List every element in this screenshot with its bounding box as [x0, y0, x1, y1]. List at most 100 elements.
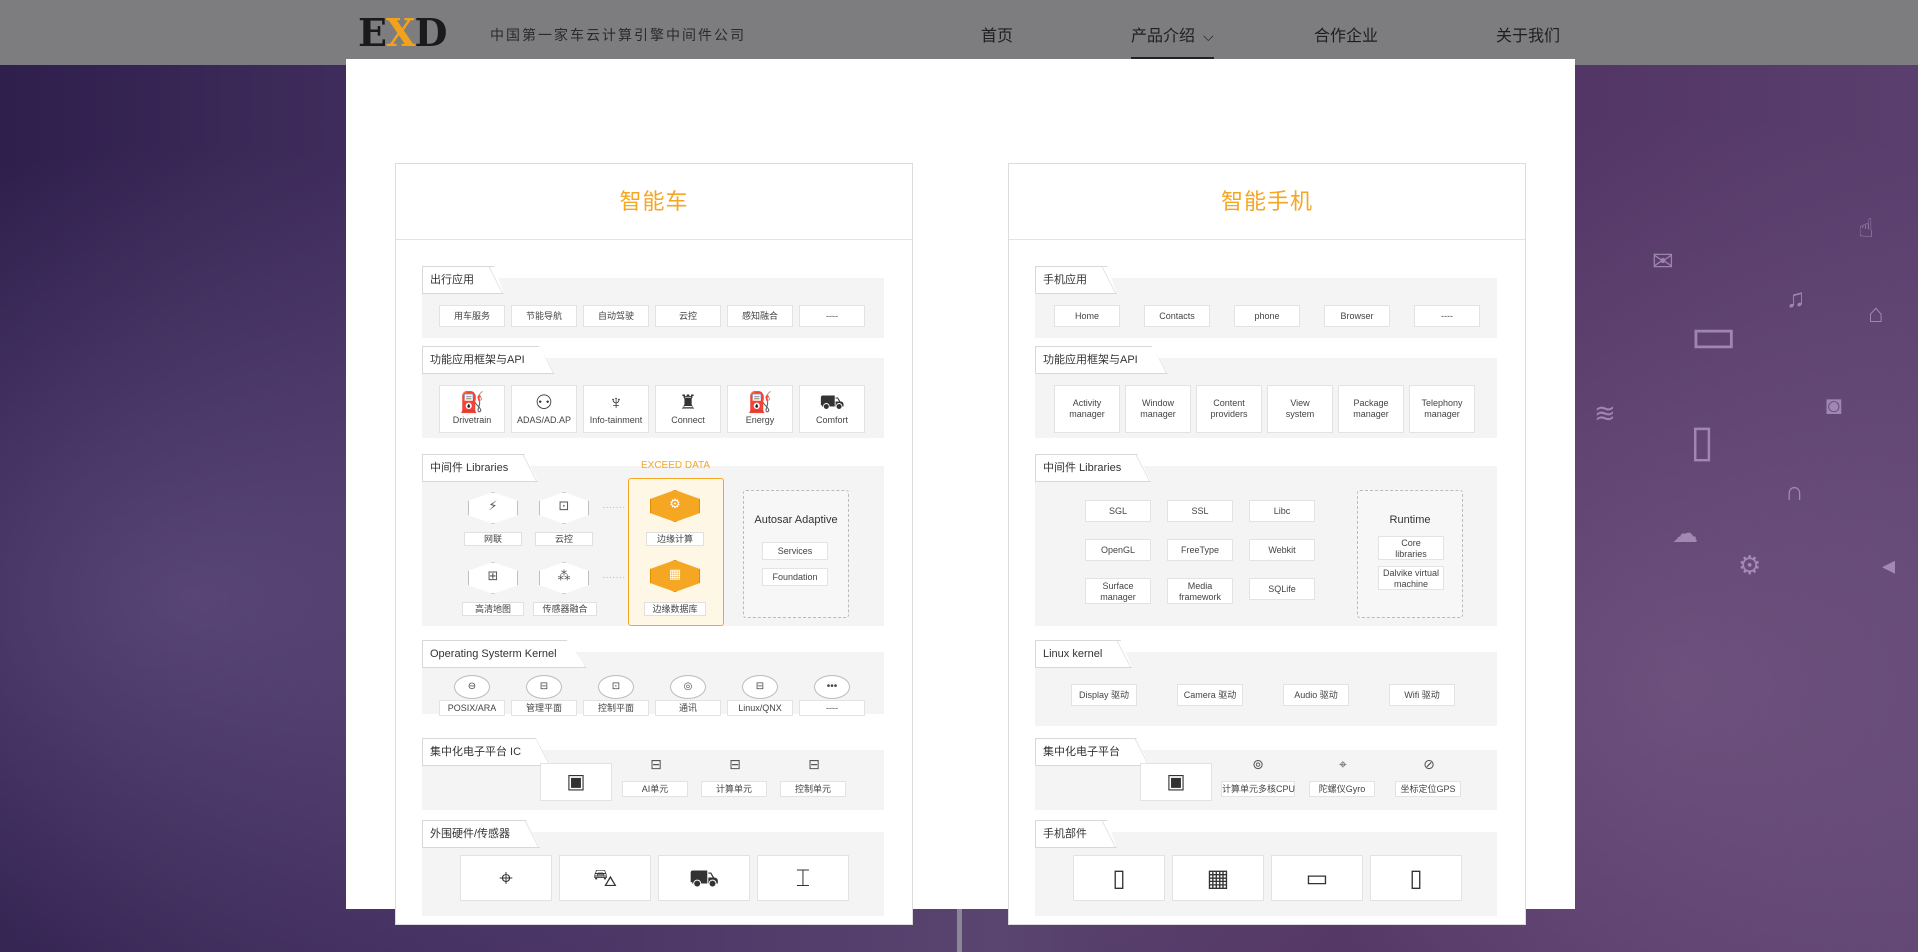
lib-label: 高清地图 [462, 602, 524, 616]
app-chip: Browser [1324, 305, 1390, 327]
section-tag: Linux kernel [1035, 640, 1133, 668]
chip-card: ▣ [540, 763, 612, 801]
os-chip: 通讯 [655, 700, 721, 716]
sensor-car-icon: ⛍ [559, 855, 651, 901]
ai-unit-icon: ⊟ [650, 756, 662, 772]
api-card-connect: ♜Connect [655, 385, 721, 433]
site-header: EXD 中国第一家车云计算引擎中间件公司 首页 产品介绍⌵ 合作企业 关于我们 [0, 0, 1918, 65]
os-chip: Linux/QNX [727, 700, 793, 716]
car-icon: ⛟ [819, 392, 845, 414]
chassis-icon: ⌶ [757, 855, 849, 901]
os-disk-icon: ◎ [670, 675, 706, 699]
api-card-energy: ⛽Energy [727, 385, 793, 433]
nav-products[interactable]: 产品介绍⌵ [1131, 22, 1214, 59]
lib-chip: Webkit [1249, 539, 1315, 561]
tablet-icon: ▭ [1271, 855, 1363, 901]
exceed-data-label: EXCEED DATA [641, 460, 711, 471]
section-tag: 手机应用 [1035, 266, 1117, 294]
wifi-icon: ≋ [1594, 398, 1616, 428]
cpu-unit-icon: ⊚ [1252, 756, 1264, 772]
panel-title: 智能手机 [1009, 164, 1525, 240]
app-chip: phone [1234, 305, 1300, 327]
autosar-services: Services [762, 542, 828, 560]
app-chip: 云控 [655, 305, 721, 327]
target-icon: ⌖ [460, 855, 552, 901]
app-chip: Home [1054, 305, 1120, 327]
section-tag: 功能应用框架与API [1035, 346, 1168, 374]
kernel-chip: Camera 驱动 [1177, 684, 1243, 706]
smart-phone-panel: 智能手机 手机应用 Home Contacts phone Browser --… [1008, 163, 1526, 925]
nav-partners[interactable]: 合作企业 [1314, 28, 1379, 45]
nav-home[interactable]: 首页 [981, 28, 1014, 45]
antenna-icon: ♆ [608, 392, 624, 414]
panel-title: 智能车 [396, 164, 912, 240]
section-tag: 中间件 Libraries [422, 454, 539, 482]
fuel-pump-icon: ⛽ [459, 392, 485, 414]
exd-logo[interactable]: EXD [358, 10, 447, 55]
circuit-board-icon: ▦ [1172, 855, 1264, 901]
dots-connector: ······· [602, 502, 626, 513]
control-unit-icon: ⊟ [808, 756, 820, 772]
os-disk-icon: ⊡ [598, 675, 634, 699]
lib-chip: SGL [1085, 500, 1151, 522]
mail-icon: ✉ [1652, 246, 1674, 276]
map-icon: ⊞ [487, 568, 499, 583]
home-icon: ⌂ [1868, 298, 1884, 328]
app-chip: ---- [1414, 305, 1480, 327]
company-slogan: 中国第一家车云计算引擎中间件公司 [490, 28, 746, 44]
cpu-chip-icon: ▣ [1166, 771, 1186, 793]
ecu-chip: 计算单元多核CPU [1221, 781, 1295, 797]
autosar-title: Autosar Adaptive [754, 514, 838, 526]
autosar-foundation: Foundation [762, 568, 828, 586]
section-tag: 出行应用 [422, 266, 504, 294]
cloud-control-icon: ⊡ [558, 498, 570, 513]
ecu-chip: 计算单元 [701, 781, 767, 797]
kernel-chip: Wifi 驱动 [1389, 684, 1455, 706]
lib-chip: OpenGL [1085, 539, 1151, 561]
headphones-icon: ∩ [1785, 476, 1804, 506]
section-tag: 中间件 Libraries [1035, 454, 1152, 482]
kernel-chip: Display 驱动 [1071, 684, 1137, 706]
api-card-comfort: ⛟Comfort [799, 385, 865, 433]
os-chip: 管理平面 [511, 700, 577, 716]
app-chip: 节能导航 [511, 305, 577, 327]
lib-label: 云控 [535, 532, 593, 546]
lib-cube: ⁂ [539, 562, 589, 602]
lib-cube: ⊞ [468, 562, 518, 602]
edge-compute-icon: ⚙ [669, 496, 681, 511]
os-disk-icon: ⊟ [526, 675, 562, 699]
lib-label: 边缘数据库 [644, 602, 706, 616]
lib-cube-highlight: ▦ [650, 560, 700, 600]
settings-gear-icon: ⚙ [1738, 550, 1762, 580]
charging-station-icon: ⛽ [747, 392, 773, 414]
section-tag: 集中化电子平台 IC [422, 738, 552, 766]
gyro-icon: ⌖ [1339, 756, 1347, 772]
chevron-down-icon: ⌵ [1203, 28, 1214, 44]
sensor-fusion-icon: ⁂ [557, 568, 571, 583]
ecu-chip: 陀螺仪Gyro [1309, 781, 1375, 797]
ecu-chip: AI单元 [622, 781, 688, 797]
section-tag: 集中化电子平台 [1035, 738, 1150, 766]
section-tag: 外围硬件/传感器 [422, 820, 541, 848]
runtime-title: Runtime [1389, 514, 1431, 526]
thumbs-up-icon: ☝ [1858, 213, 1874, 243]
camera-icon: ◙ [1826, 390, 1842, 420]
play-icon: ◂ [1882, 550, 1896, 580]
api-card-infotainment: ♆Info-tainment [583, 385, 649, 433]
smartphone-icon: ▯ [1690, 417, 1715, 466]
dots-connector: ······· [602, 572, 626, 583]
nav-about[interactable]: 关于我们 [1496, 28, 1561, 45]
chat-icon: ☁ [1672, 518, 1698, 548]
lib-chip: FreeType [1167, 539, 1233, 561]
network-icon: ⚡ [488, 498, 498, 513]
lib-chip: SSL [1167, 500, 1233, 522]
smart-car-panel: 智能车 出行应用 用车服务 节能导航 自动驾驶 云控 感知融合 ---- 功能应… [395, 163, 913, 925]
os-chip: 控制平面 [583, 700, 649, 716]
lib-cube: ⚡ [468, 492, 518, 532]
